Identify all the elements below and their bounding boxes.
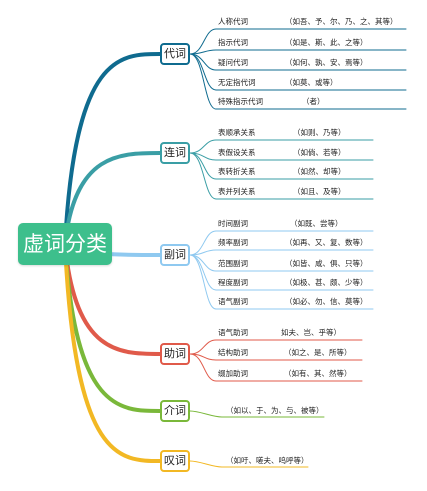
- leaf-label: 指示代词: [218, 38, 248, 47]
- connector-3-1: [189, 230, 217, 256]
- leaf-example: （如极、甚、颇、少等）: [285, 278, 368, 287]
- leaf-example: （如则、乃等）: [293, 128, 346, 137]
- branch-2: [63, 151, 162, 246]
- connector-1-3: [189, 53, 217, 71]
- branch-1: [63, 52, 162, 246]
- leaf-label: 疑问代词: [218, 58, 248, 67]
- category-example: （如以、于、为、与、被等）: [226, 406, 324, 415]
- leaf-example: （如既、尝等）: [290, 219, 343, 228]
- leaf-example: （如皆、咸、俱、只等）: [285, 259, 368, 268]
- leaf-example: （如有、其、然等）: [284, 369, 352, 378]
- leaf-example: 如夫、岂、乎等）: [281, 328, 341, 337]
- leaf-example: （如是、斯、此、之等）: [285, 38, 368, 47]
- leaf-label: 时间副词: [218, 219, 248, 228]
- category-node-2: 连词: [160, 142, 190, 164]
- leaf-label: 人称代词: [218, 17, 248, 26]
- leaf-example: （如必、勿、信、莫等）: [285, 297, 368, 306]
- connector-1-1: [189, 28, 217, 55]
- leaf-example: （如倘、若等）: [293, 148, 346, 157]
- leaf-label: 表转折关系: [218, 167, 256, 176]
- category-node-6: 叹词: [160, 450, 190, 472]
- leaf-label: 范围副词: [218, 259, 248, 268]
- root-node: 虚词分类: [18, 223, 112, 265]
- leaf-label: 缀加助词: [218, 369, 248, 378]
- category-node-1: 代词: [160, 43, 190, 65]
- leaf-label: 语气助词: [218, 328, 248, 337]
- connector-1-2: [189, 49, 217, 55]
- leaf-example: （如之、是、所等）: [284, 348, 352, 357]
- category-node-4: 助词: [160, 343, 190, 365]
- connector-2-1: [189, 139, 217, 154]
- leaf-label: 表并列关系: [218, 187, 256, 196]
- leaf-example: （如吾、予、尔、乃、之、其等）: [285, 17, 398, 26]
- leaf-label: 频率副词: [218, 238, 248, 247]
- connector-6: [189, 460, 223, 468]
- leaf-example: （如莫、或等）: [285, 78, 338, 87]
- leaf-label: 无定指代词: [218, 78, 256, 87]
- leaf-example: （如何、孰、安、焉等）: [285, 58, 368, 67]
- leaf-label: 表顺承关系: [218, 128, 256, 137]
- connector-4-3: [189, 353, 217, 382]
- branch-4: [63, 242, 162, 356]
- connector-3-4: [189, 254, 217, 291]
- connector-4-1: [189, 339, 217, 355]
- leaf-label: 程度副词: [218, 278, 248, 287]
- leaf-example: （如且、及等）: [293, 187, 346, 196]
- leaf-label: 语气副词: [218, 297, 248, 306]
- connector-1-5: [189, 53, 217, 110]
- leaf-label: 特殊指示代词: [218, 97, 263, 106]
- category-node-5: 介词: [160, 400, 190, 422]
- leaf-label: 表假设关系: [218, 148, 256, 157]
- branch-5: [63, 242, 162, 413]
- leaf-example: （如然、却等）: [293, 167, 346, 176]
- leaf-label: 结构助词: [218, 348, 248, 357]
- category-node-3: 副词: [160, 244, 190, 266]
- leaf-example: （如再、又、复、数等）: [285, 238, 368, 247]
- leaf-example: （者）: [302, 97, 325, 106]
- connector-2-4: [189, 152, 217, 200]
- connector-1-4: [189, 53, 217, 91]
- connector-3-5: [189, 254, 217, 310]
- connector-5: [189, 410, 223, 418]
- category-example: （如吁、嗟夫、呜呼等）: [226, 456, 309, 465]
- branch-6: [63, 242, 162, 463]
- connector-3-3: [189, 254, 217, 272]
